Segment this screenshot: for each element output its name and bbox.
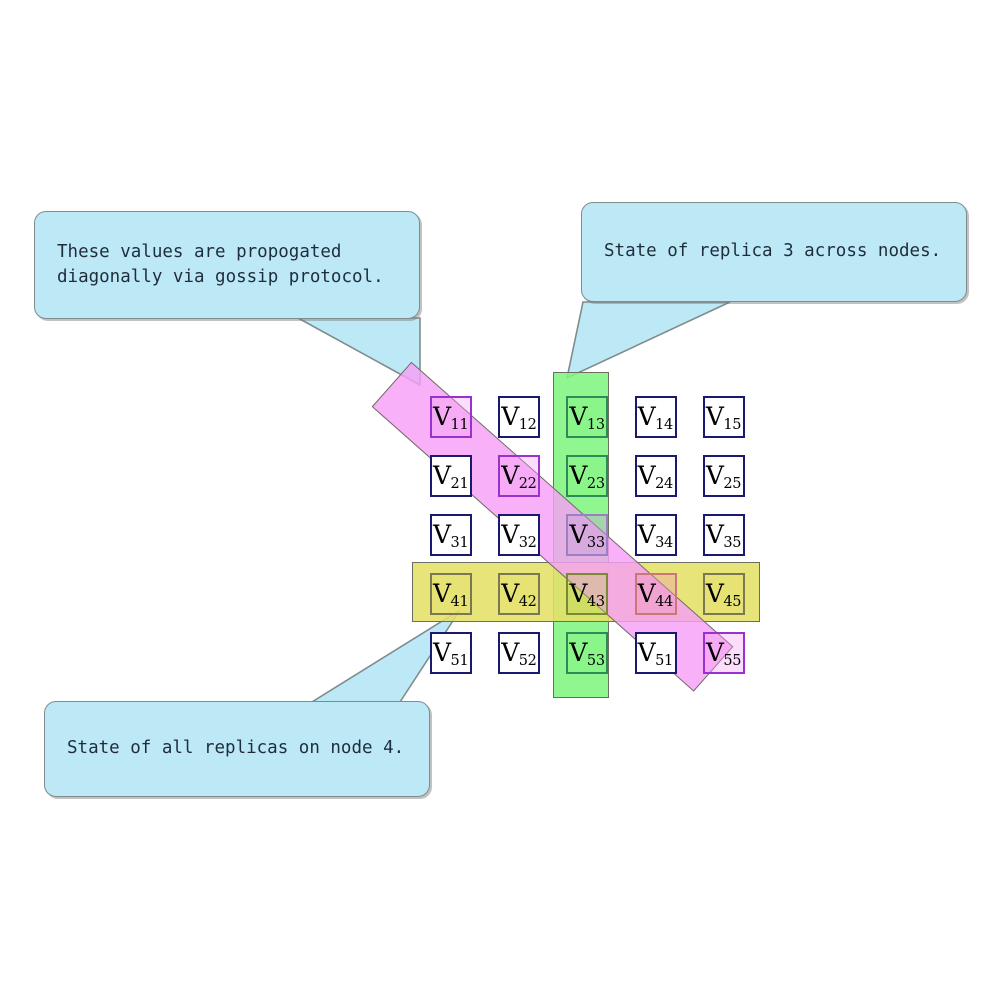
grid-cell-subscript: 51 bbox=[655, 652, 673, 669]
grid-cell-label: V44 bbox=[637, 578, 674, 610]
grid-cell-label: V52 bbox=[501, 637, 537, 669]
callout-node4-text: State of all replicas on node 4. bbox=[67, 738, 405, 759]
grid-cell-subscript: 15 bbox=[723, 416, 742, 433]
grid-cell-label: V22 bbox=[501, 460, 537, 492]
grid-cell-5-2[interactable]: V52 bbox=[498, 632, 541, 674]
grid-cell-subscript: 22 bbox=[518, 475, 537, 492]
grid-cell-label: V15 bbox=[705, 401, 742, 433]
grid-cell-label: V51 bbox=[637, 637, 674, 669]
grid-cell-1-4[interactable]: V14 bbox=[634, 396, 677, 438]
grid-cell-1-3[interactable]: V13 bbox=[566, 396, 609, 438]
grid-cell-3-4[interactable]: V34 bbox=[634, 514, 677, 556]
grid-cell-label: V24 bbox=[637, 460, 674, 492]
grid-cell-5-3[interactable]: V53 bbox=[566, 632, 609, 674]
grid-cell-subscript: 41 bbox=[450, 593, 469, 610]
grid-cell-label: V32 bbox=[501, 519, 537, 551]
grid-cell-label: V41 bbox=[433, 578, 469, 610]
grid-cell-label: V13 bbox=[569, 401, 605, 433]
callout-node4[interactable]: State of all replicas on node 4. bbox=[44, 701, 430, 797]
grid-cell-label: V45 bbox=[705, 578, 742, 610]
grid-cell-3-5[interactable]: V35 bbox=[702, 514, 745, 556]
grid-cell-subscript: 24 bbox=[655, 475, 673, 492]
callout-gossip-text: These values are propogated diagonally v… bbox=[57, 241, 384, 287]
grid-cell-4-3[interactable]: V43 bbox=[566, 573, 609, 615]
grid-cell-3-3[interactable]: V33 bbox=[566, 514, 609, 556]
grid-cell-subscript: 33 bbox=[586, 534, 605, 551]
grid-cell-subscript: 11 bbox=[450, 416, 469, 433]
grid-cell-subscript: 13 bbox=[586, 416, 605, 433]
grid-cell-2-5[interactable]: V25 bbox=[702, 455, 745, 497]
grid-cell-subscript: 55 bbox=[723, 652, 742, 669]
grid-cell-label: V21 bbox=[433, 460, 469, 492]
callout-tail-replica3 bbox=[565, 301, 731, 380]
grid-cell-2-4[interactable]: V24 bbox=[634, 455, 677, 497]
grid-cell-label: V34 bbox=[637, 519, 674, 551]
grid-cell-3-2[interactable]: V32 bbox=[498, 514, 541, 556]
grid-cell-label: V11 bbox=[433, 401, 469, 433]
grid-cell-subscript: 32 bbox=[518, 534, 537, 551]
grid-cell-subscript: 43 bbox=[586, 593, 605, 610]
grid-cell-subscript: 52 bbox=[518, 652, 537, 669]
callout-replica3-text: State of replica 3 across nodes. bbox=[604, 241, 942, 262]
grid-cell-subscript: 23 bbox=[586, 475, 605, 492]
grid-cell-subscript: 14 bbox=[655, 416, 673, 433]
grid-cell-subscript: 12 bbox=[518, 416, 537, 433]
grid-cell-label: V43 bbox=[569, 578, 605, 610]
grid-cell-2-1[interactable]: V21 bbox=[430, 455, 472, 497]
grid-cell-3-1[interactable]: V31 bbox=[430, 514, 472, 556]
grid-cell-5-4[interactable]: V51 bbox=[634, 632, 677, 674]
grid-cell-5-1[interactable]: V51 bbox=[430, 632, 472, 674]
grid-cell-label: V12 bbox=[501, 401, 537, 433]
grid-cell-label: V31 bbox=[433, 519, 469, 551]
grid-cell-label: V51 bbox=[433, 637, 469, 669]
grid-cell-subscript: 42 bbox=[518, 593, 537, 610]
callout-gossip[interactable]: These values are propogated diagonally v… bbox=[34, 211, 420, 319]
grid-cell-label: V33 bbox=[569, 519, 605, 551]
grid-cell-label: V14 bbox=[637, 401, 674, 433]
grid-cell-subscript: 35 bbox=[723, 534, 742, 551]
grid-cell-label: V35 bbox=[705, 519, 742, 551]
grid-cell-label: V53 bbox=[569, 637, 605, 669]
grid-cell-label: V23 bbox=[569, 460, 605, 492]
grid-cell-label: V55 bbox=[705, 637, 742, 669]
grid-cell-subscript: 25 bbox=[723, 475, 742, 492]
grid-cell-subscript: 45 bbox=[723, 593, 742, 610]
grid-cell-subscript: 44 bbox=[655, 593, 673, 610]
grid-cell-5-5[interactable]: V55 bbox=[702, 632, 745, 674]
grid-cell-subscript: 31 bbox=[450, 534, 469, 551]
grid-cell-1-2[interactable]: V12 bbox=[498, 396, 541, 438]
grid-cell-2-2[interactable]: V22 bbox=[498, 455, 541, 497]
grid-cell-4-5[interactable]: V45 bbox=[702, 573, 745, 615]
grid-cell-label: V42 bbox=[501, 578, 537, 610]
grid-cell-4-1[interactable]: V41 bbox=[430, 573, 472, 615]
grid-cell-1-5[interactable]: V15 bbox=[702, 396, 745, 438]
grid-cell-2-3[interactable]: V23 bbox=[566, 455, 609, 497]
grid-cell-label: V25 bbox=[705, 460, 742, 492]
grid-cell-4-4[interactable]: V44 bbox=[634, 573, 677, 615]
grid-cell-subscript: 53 bbox=[586, 652, 605, 669]
grid-cell-subscript: 51 bbox=[450, 652, 469, 669]
grid-cell-1-1[interactable]: V11 bbox=[430, 396, 472, 438]
grid-cell-4-2[interactable]: V42 bbox=[498, 573, 541, 615]
grid-cell-subscript: 21 bbox=[450, 475, 469, 492]
grid-cell-subscript: 34 bbox=[655, 534, 673, 551]
callout-replica3[interactable]: State of replica 3 across nodes. bbox=[581, 202, 967, 302]
